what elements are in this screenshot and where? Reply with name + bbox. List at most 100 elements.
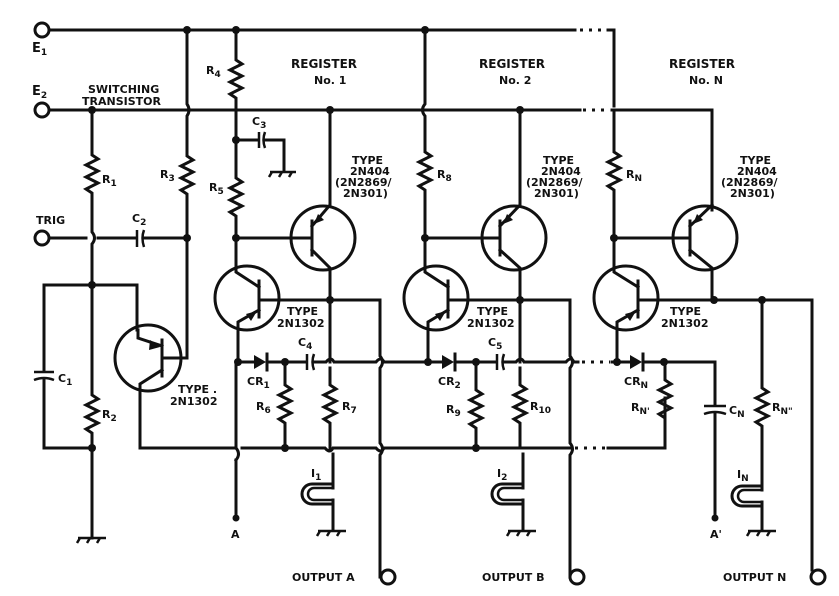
return-line <box>240 446 572 453</box>
register-2-lower-transistor <box>402 258 522 364</box>
svg-text:2N404: 2N404 <box>541 165 581 178</box>
register-n-title: REGISTER <box>669 57 735 71</box>
label-rn-prime: RN' <box>631 401 650 417</box>
label-node-a: A <box>231 528 240 541</box>
label-r9: R9 <box>446 403 461 419</box>
capacitor-c2 <box>135 229 146 248</box>
register-1-title: REGISTER <box>291 57 357 71</box>
label-r3: R3 <box>160 168 175 184</box>
label-rn: RN <box>626 168 642 184</box>
register-2-lower-type-line2: 2N1302 <box>467 317 514 330</box>
label-c3: C3 <box>252 115 266 131</box>
terminal-e2[interactable] <box>33 101 51 119</box>
label-c2: C2 <box>132 212 146 228</box>
capacitor-c1 <box>33 370 55 382</box>
register-2-upper-transistor <box>480 108 548 302</box>
register-1-number: No. 1 <box>314 74 346 87</box>
svg-text:(2N2869/: (2N2869/ <box>526 176 584 189</box>
svg-text:2N301): 2N301) <box>730 187 775 200</box>
label-crn: CRN <box>624 375 648 391</box>
rail-e2 <box>48 106 714 212</box>
label-node-a-prime: A' <box>710 528 722 541</box>
label-i2: I2 <box>497 467 507 483</box>
svg-text:(2N2869/: (2N2869/ <box>721 176 779 189</box>
resistor-r6 <box>275 360 295 450</box>
output-b-wire <box>518 298 574 572</box>
resistor-r1 <box>82 108 102 287</box>
label-cr2: CR2 <box>438 375 461 391</box>
resistor-r10 <box>510 366 530 450</box>
resistor-rn <box>604 108 624 262</box>
register-1-lower-type-line2: 2N1302 <box>277 317 324 330</box>
register-1-upper-type: TYPE 2N404 (2N2869/ 2N301) <box>335 154 393 200</box>
output-a-wire <box>328 298 384 572</box>
label-r10: R10 <box>530 400 551 416</box>
register-n-upper-transistor <box>670 202 739 302</box>
resistor-r2 <box>82 283 102 540</box>
lamp-in <box>730 484 776 537</box>
register-1-lower-type-line1: TYPE <box>287 305 318 318</box>
svg-text:(2N2869/: (2N2869/ <box>335 176 393 189</box>
switching-collector-wire <box>90 283 139 332</box>
terminal-trig[interactable] <box>33 229 51 247</box>
ground-symbol <box>75 536 106 544</box>
register-n-number: No. N <box>689 74 723 87</box>
diode-cr1 <box>254 352 269 372</box>
label-switching: SWITCHING <box>88 83 159 96</box>
resistor-rn-double-prime <box>752 298 772 532</box>
label-i1: I1 <box>311 467 321 483</box>
switching-type-line1: TYPE . <box>178 383 217 396</box>
c1-wire-top <box>42 283 94 372</box>
resistor-r3 <box>166 136 197 360</box>
label-r7: R7 <box>342 400 357 416</box>
label-cr1: CR1 <box>247 375 270 391</box>
resistor-r9 <box>466 360 486 450</box>
label-transistor: TRANSISTOR <box>82 95 161 108</box>
resistor-r7 <box>320 366 340 450</box>
terminal-output-a[interactable] <box>379 568 397 586</box>
label-e2: E2 <box>32 84 47 101</box>
label-rn-double-prime: RN" <box>772 401 793 417</box>
register-n-lower-transistor <box>592 258 716 364</box>
register-n-lower-type-line1: TYPE <box>670 305 701 318</box>
svg-text:2N404: 2N404 <box>350 165 390 178</box>
label-r1: R1 <box>102 173 117 189</box>
diode-cr2 <box>442 352 457 372</box>
label-output-n: OUTPUT N <box>723 571 786 584</box>
trigger-line-2 <box>502 357 580 364</box>
register-2-lower-type-line1: TYPE <box>477 305 508 318</box>
capacitor-c3 <box>234 131 296 178</box>
resistor-r5 <box>226 108 246 262</box>
label-r8: R8 <box>437 168 452 184</box>
register-2-title: REGISTER <box>479 57 545 71</box>
svg-text:TYPE: TYPE <box>740 154 771 167</box>
label-r2: R2 <box>102 408 117 424</box>
label-r4: R4 <box>206 64 221 80</box>
label-r5: R5 <box>209 181 224 197</box>
svg-text:TYPE: TYPE <box>352 154 383 167</box>
switching-transistor <box>113 323 183 450</box>
svg-text:2N404: 2N404 <box>737 165 777 178</box>
svg-text:2N301): 2N301) <box>534 187 579 200</box>
svg-text:TYPE: TYPE <box>543 154 574 167</box>
resistor-r8 <box>415 28 435 262</box>
register-n-lower-type-line2: 2N1302 <box>661 317 708 330</box>
resistor-rn-prime <box>655 360 675 450</box>
lamp-i2 <box>490 482 536 537</box>
output-n-wire <box>712 298 814 572</box>
label-c4: C4 <box>298 336 312 352</box>
terminal-e1[interactable] <box>33 21 51 39</box>
register-2-upper-type: TYPE 2N404 (2N2869/ 2N301) <box>526 154 584 200</box>
terminal-output-n[interactable] <box>809 568 827 586</box>
label-c5: C5 <box>488 336 502 352</box>
node-a[interactable] <box>232 514 240 522</box>
register-1-upper-transistor <box>288 108 357 302</box>
trigger-line-1 <box>312 357 424 364</box>
label-e1: E1 <box>32 41 47 58</box>
lamp-i1 <box>300 482 346 537</box>
terminal-output-b[interactable] <box>568 568 586 586</box>
label-in: IN <box>737 468 749 484</box>
label-c1: C1 <box>58 372 72 388</box>
node-a-prime[interactable] <box>711 514 719 522</box>
